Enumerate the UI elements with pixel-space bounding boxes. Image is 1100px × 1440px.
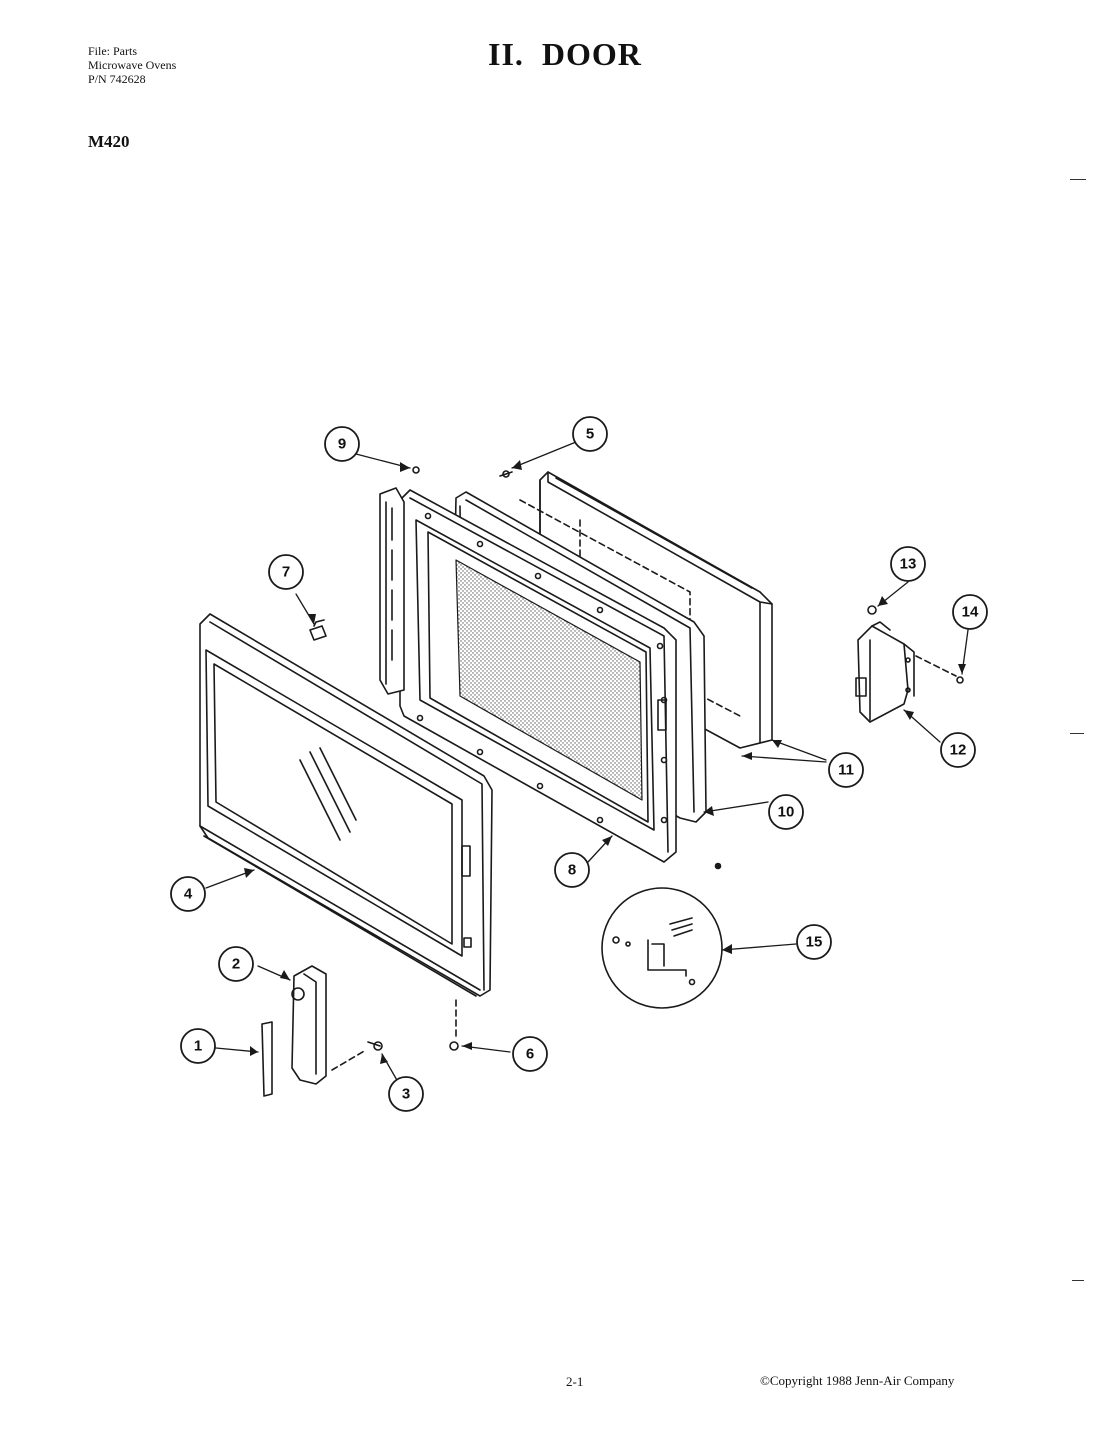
screw-part-6	[449, 999, 459, 1051]
screw-part-14	[915, 655, 964, 684]
callout-11: 11	[838, 762, 854, 779]
callout-7: 7	[282, 564, 290, 581]
callout-14: 14	[962, 604, 979, 621]
loose-screw	[714, 862, 722, 870]
door-handle-part-2	[291, 965, 327, 1085]
clip-part-7	[309, 619, 327, 641]
file-line-3: P/N 742628	[88, 72, 146, 86]
detail-inset-part-15	[601, 887, 723, 1009]
copyright-notice: ©Copyright 1988 Jenn-Air Company	[760, 1373, 955, 1388]
inner-door-frame-part-8	[379, 487, 677, 863]
screw-part-3	[331, 1041, 383, 1071]
callout-3: 3	[402, 1086, 410, 1103]
callout-15: 15	[806, 934, 823, 951]
screw-part-5	[499, 470, 513, 478]
screw-part-9	[412, 466, 420, 474]
file-line-2: Microwave Ovens	[88, 58, 177, 72]
page-number: 2-1	[566, 1374, 584, 1389]
front-door-part-4	[199, 613, 493, 997]
callout-10: 10	[778, 804, 795, 821]
switch-bracket-part-12	[855, 621, 915, 723]
callout-2: 2	[232, 956, 240, 973]
callout-8: 8	[568, 862, 576, 879]
margin-mark	[1072, 1280, 1084, 1281]
callout-4: 4	[184, 886, 193, 903]
margin-mark	[1070, 179, 1086, 180]
callout-9: 9	[338, 436, 346, 453]
callout-6: 6	[526, 1046, 534, 1063]
callout-13: 13	[900, 556, 917, 573]
page-title: II. DOOR	[488, 36, 642, 72]
margin-mark	[1070, 733, 1084, 734]
arrowheads	[244, 460, 966, 1064]
trim-strip-part-1	[261, 1021, 273, 1097]
file-info: File: Parts Microwave Ovens P/N 742628	[88, 44, 176, 86]
callout-circles	[170, 416, 988, 1112]
model-number: M420	[88, 132, 130, 151]
callout-5: 5	[586, 426, 594, 443]
callout-1: 1	[194, 1038, 202, 1055]
callout-12: 12	[950, 742, 967, 759]
file-line-1: File: Parts	[88, 44, 138, 58]
nut-part-13	[867, 605, 877, 615]
